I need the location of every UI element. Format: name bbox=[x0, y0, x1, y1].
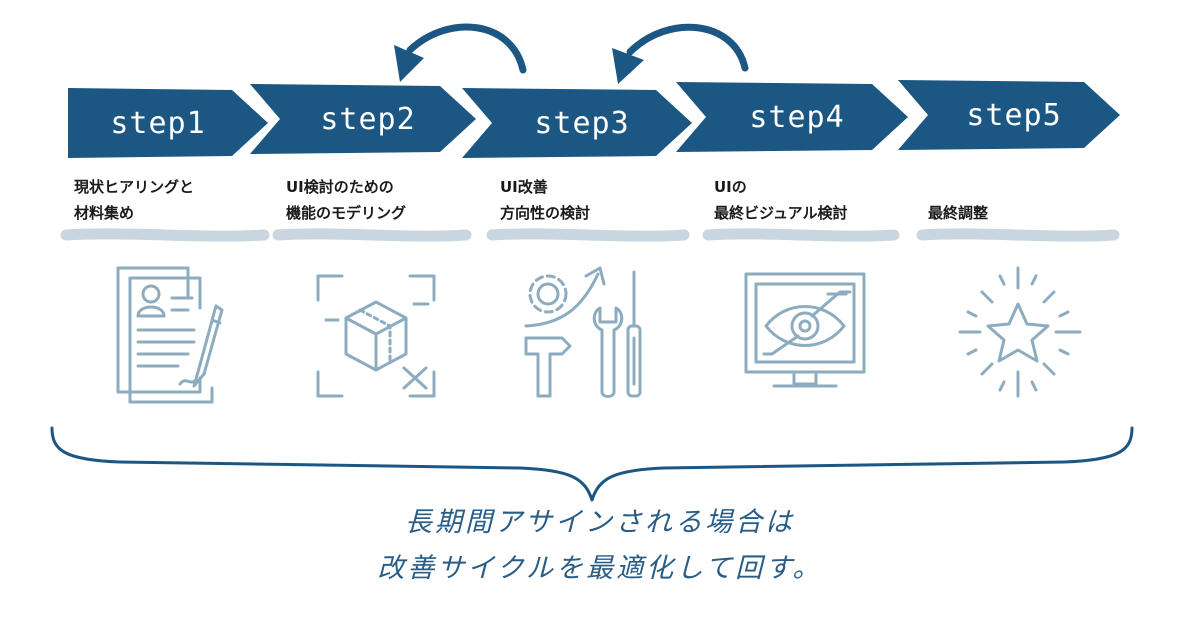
step-arrow-1 bbox=[68, 88, 268, 158]
step3-description: UI改善方向性の検討 bbox=[500, 178, 591, 222]
tools-gear-wrench-icon bbox=[524, 266, 642, 398]
step5-description: 最終調整 bbox=[928, 204, 989, 222]
cycle-note-line-1: 長期間アサインされる場合は bbox=[405, 507, 795, 538]
cube-modeling-frame-icon bbox=[316, 274, 436, 398]
step-underline-1 bbox=[60, 228, 270, 242]
step-label-4: step4 bbox=[749, 100, 844, 135]
loop-arrowhead-3-to-2 bbox=[394, 45, 424, 82]
curly-brace bbox=[50, 426, 1134, 502]
resume-document-pen-icon bbox=[116, 266, 224, 404]
monitor-eye-icon bbox=[744, 272, 866, 388]
step-underline-5 bbox=[916, 228, 1120, 242]
step-underline-2 bbox=[272, 228, 472, 242]
loop-arrow-4-to-3 bbox=[626, 23, 749, 72]
step-arrow-2 bbox=[250, 84, 476, 154]
step-arrow-3 bbox=[462, 88, 692, 158]
cycle-note-line-2: 改善サイクルを最適化して回す。 bbox=[377, 553, 823, 584]
step-label-1: step1 bbox=[110, 106, 205, 141]
step-arrow-4 bbox=[676, 82, 908, 152]
loop-arrow-3-to-2 bbox=[406, 23, 527, 74]
step-underline-3 bbox=[486, 228, 690, 242]
step4-description: UIの最終ビジュアル検討 bbox=[714, 178, 848, 222]
step-label-2: step2 bbox=[320, 102, 415, 137]
cycle-note: 長期間アサインされる場合は 改善サイクルを最適化して回す。 bbox=[340, 500, 860, 592]
step2-description: UI検討のための機能のモデリング bbox=[286, 178, 407, 222]
loop-arrowhead-4-to-3 bbox=[612, 48, 644, 84]
sparkle-star-icon bbox=[958, 266, 1082, 398]
step1-description: 現状ヒアリングと材料集め bbox=[74, 178, 195, 222]
step-label-3: step3 bbox=[534, 106, 629, 141]
step-underline-4 bbox=[702, 228, 900, 242]
step-label-5: step5 bbox=[966, 98, 1061, 133]
step-arrow-5 bbox=[898, 80, 1120, 150]
